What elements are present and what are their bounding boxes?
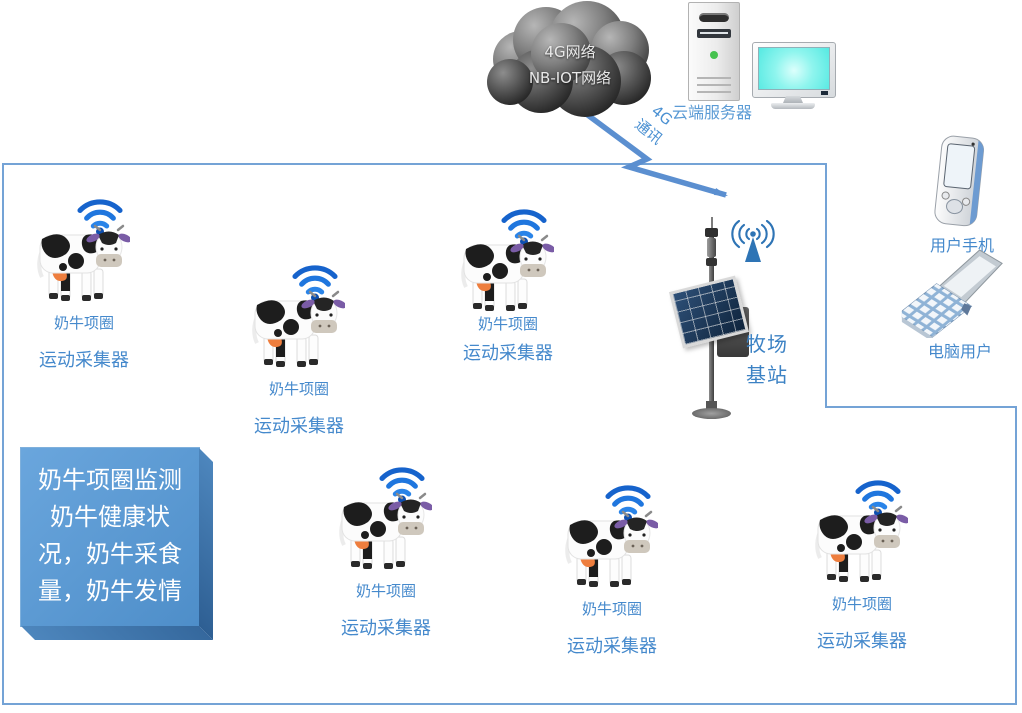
cow-icon [808,504,908,588]
cow-icon [558,509,658,593]
phone-icon [928,135,992,231]
laptop-user-label: 电脑用户 [927,342,992,361]
monitor-stand [783,96,803,103]
farm-area-border [2,163,1017,705]
collector-label: 运动采集器 [39,350,129,371]
info-box: 奶牛项圈监测 奶牛健康状 况，奶牛采食 量，奶牛发情 [20,447,213,640]
network-cloud-icon: 4G网络 NB-IOT网络 [487,1,653,125]
collector-label: 运动采集器 [463,343,553,364]
collar-label: 奶牛项圈 [831,595,892,613]
cow-group-1: 奶牛项圈 运动采集器 [28,196,140,371]
lightning-bolt-icon [579,107,727,198]
collar-label: 奶牛项圈 [53,314,114,332]
collar-label: 奶牛项圈 [268,380,329,398]
info-box-line: 量，奶牛发情 [38,577,182,605]
collar-label: 奶牛项圈 [477,315,538,333]
info-box-line: 奶牛健康状 [50,503,170,531]
cloud-label-nbiot: NB-IOT网络 [528,69,612,87]
collector-label: 运动采集器 [254,416,344,437]
server-tower-icon [688,2,740,101]
cow-icon [454,233,554,317]
cow-group-4: 奶牛项圈 运动采集器 [330,464,442,639]
collector-label: 运动采集器 [341,618,431,639]
cloud-label-4g: 4G网络 [544,43,596,61]
base-station-group [665,215,815,427]
collector-label: 运动采集器 [817,631,907,652]
cloud-server-label: 云端服务器 [671,103,752,122]
collar-label: 奶牛项圈 [355,582,416,600]
collector-label: 运动采集器 [567,636,657,657]
antenna-signal-icon [728,220,778,264]
info-box-line: 奶牛项圈监测 [38,466,182,494]
cow-group-3: 奶牛项圈 运动采集器 [452,206,564,378]
cow-icon [245,289,345,373]
cow-icon [30,223,130,307]
cloud-network-labels: 4G网络 NB-IOT网络 [487,39,653,91]
laptop-icon [901,248,1005,338]
cow-icon [332,491,432,575]
station-base [692,408,731,419]
base-station-label: 牧场 基站 [746,332,788,387]
server-monitor-icon [752,42,836,98]
cow-group-6: 奶牛项圈 运动采集器 [806,477,918,652]
collar-label: 奶牛项圈 [581,600,642,618]
cow-group-2: 奶牛项圈 运动采集器 [243,262,355,437]
server-led [710,51,718,59]
info-box-line: 况，奶牛采食 [38,540,182,568]
phone-user-label: 用户手机 [929,236,994,255]
monitor-base [771,103,815,109]
cow-group-5: 奶牛项圈 运动采集器 [556,482,668,657]
